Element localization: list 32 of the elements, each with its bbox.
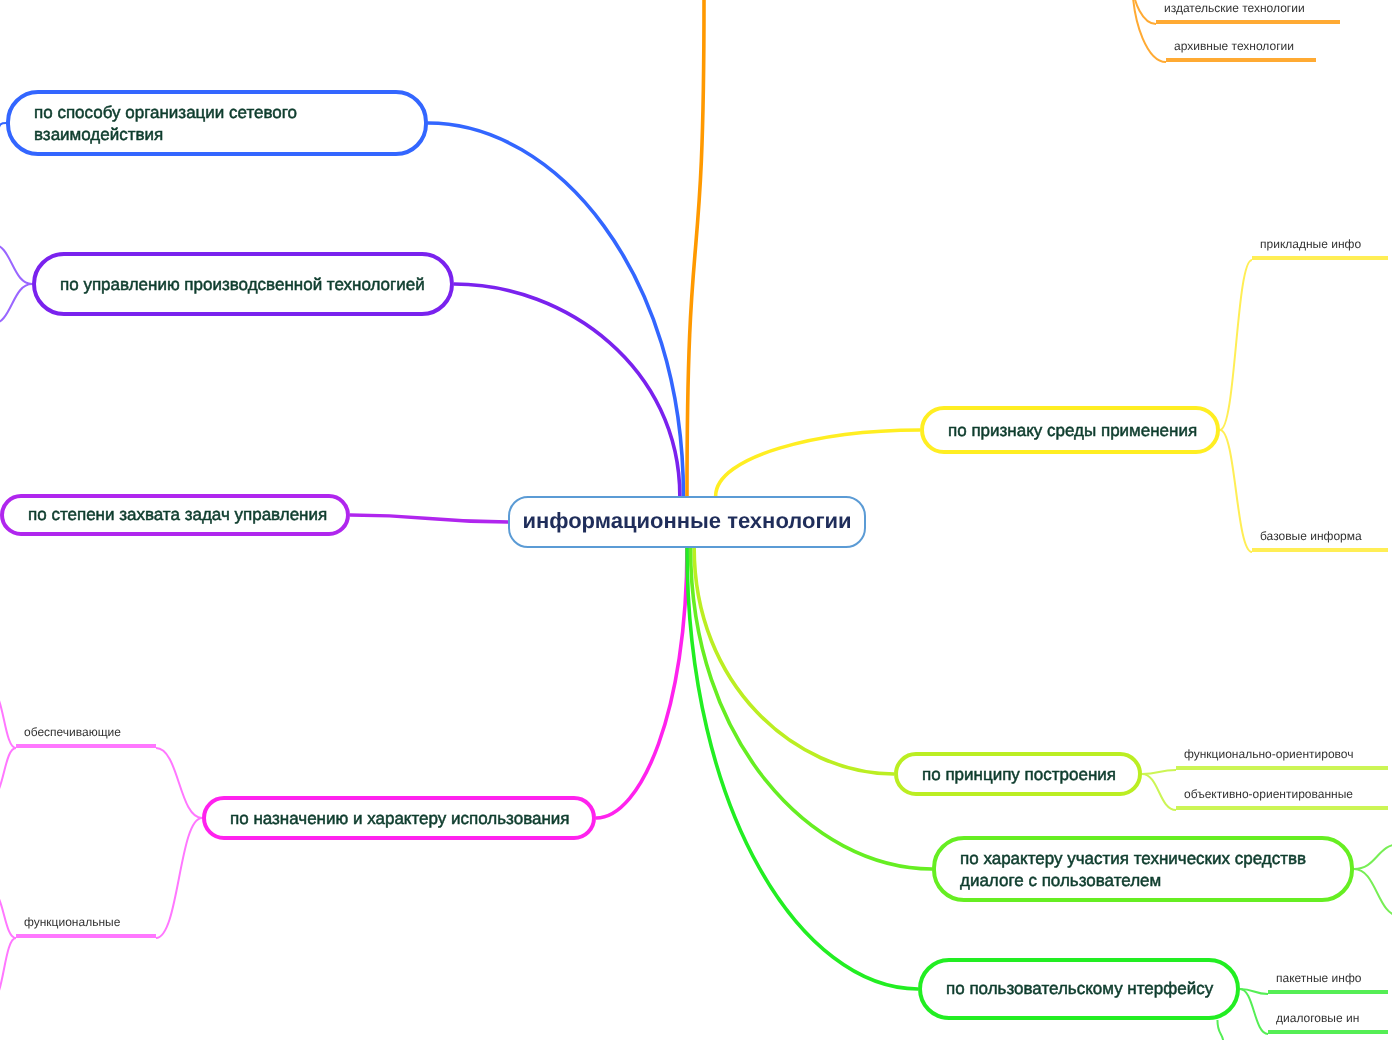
topic-node: по характеру участия технических средствв диалоге с пользователем	[932, 836, 1354, 902]
connector-line	[1141, 773, 1177, 811]
topic-node: по степени захвата задач управления	[0, 494, 350, 536]
connector-line	[1353, 868, 1392, 917]
connector-line	[1219, 429, 1253, 553]
connector-line	[1141, 769, 1177, 775]
connector-line	[1353, 843, 1392, 870]
connector-line	[688, 547, 933, 871]
topic-node: по способу организации сетевого взаимодействия	[6, 90, 428, 156]
topic-node: по назначению и характеру использования	[202, 796, 596, 840]
connector-line	[0, 283, 33, 325]
connector-line	[427, 121, 686, 497]
connector-line	[1216, 1019, 1225, 1040]
connector-line	[350, 513, 508, 524]
topic-node: по управлению производсвенной технологией	[32, 252, 454, 316]
connector-line	[692, 547, 895, 776]
topic-node: по принципу построения	[894, 752, 1142, 796]
connector-line	[453, 282, 682, 497]
connector-line	[685, 547, 919, 991]
connector-line	[685, 0, 706, 496]
connector-line	[1239, 988, 1269, 1035]
connector-line	[1131, 0, 1157, 25]
connector-line	[155, 747, 203, 819]
connector-line	[1239, 988, 1269, 995]
central-topic: информационные технологии	[508, 496, 866, 548]
connector-line	[155, 817, 203, 939]
connector-line	[1131, 0, 1167, 63]
topic-node: по признаку среды применения	[920, 406, 1220, 454]
connector-line	[713, 428, 921, 497]
connector-line	[1219, 259, 1253, 431]
connector-line	[0, 243, 33, 285]
topic-node: по пользовательскому нтерфейсу	[918, 958, 1240, 1020]
